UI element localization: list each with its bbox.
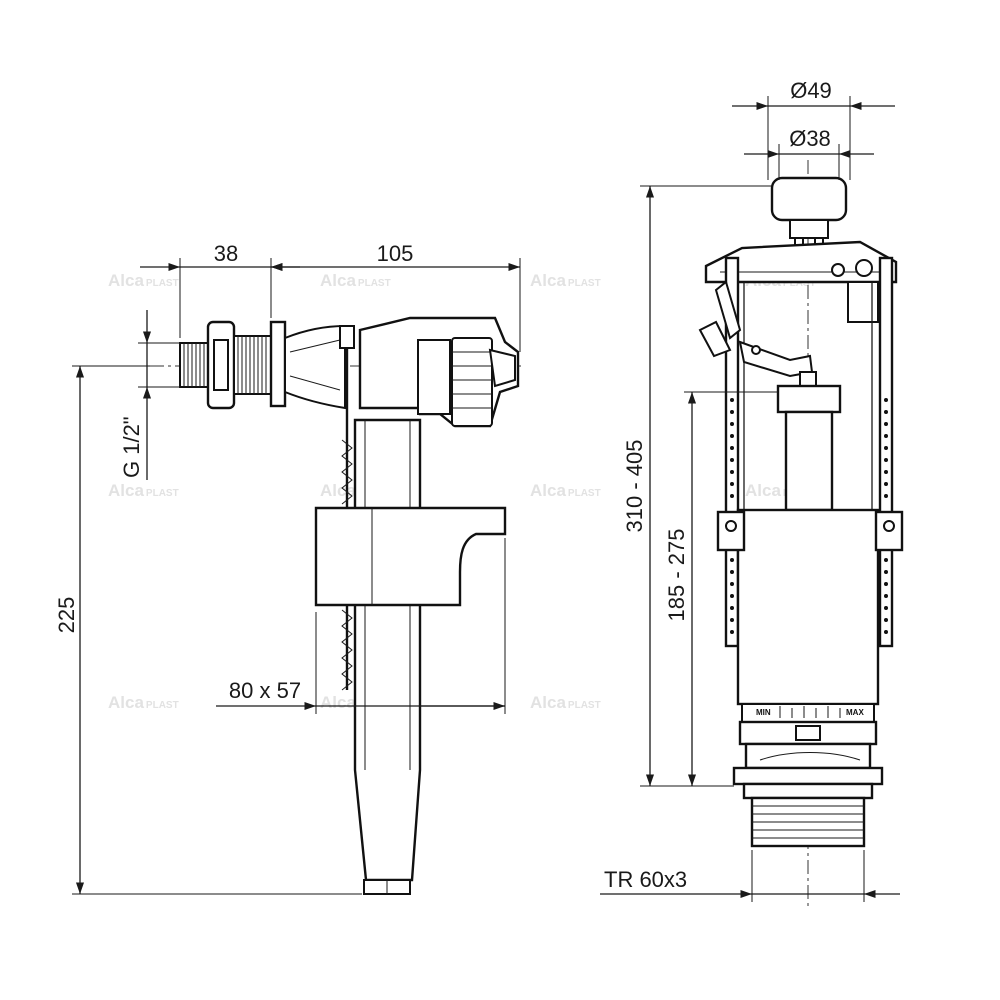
- inlet-valve-drawing: [150, 316, 522, 895]
- dim-flush-thread: TR 60x3: [604, 867, 687, 892]
- bracket-holes-right: [884, 398, 888, 634]
- dim-button-inner-diameter: Ø38: [789, 126, 831, 151]
- dim-float-size: 80 x 57: [229, 678, 301, 703]
- inlet-dimensions: 38 105 G 1/2" 225 80 x 57: [54, 241, 521, 895]
- dim-body-length: 105: [377, 241, 414, 266]
- scale-max-label: MAX: [846, 708, 864, 717]
- dim-overflow-height: 185 - 275: [664, 529, 689, 622]
- dim-button-outer-diameter: Ø49: [790, 78, 832, 103]
- dim-inlet-total-height: 225: [54, 597, 79, 634]
- scale-min-label: MIN: [756, 708, 771, 717]
- dim-inlet-thread: G 1/2": [119, 416, 144, 478]
- dim-nut-width: 38: [214, 241, 238, 266]
- flush-dimensions: Ø49 Ø38 310 - 405 185 - 275 TR 60x3: [600, 78, 900, 902]
- flush-valve-drawing: MIN MAX: [698, 160, 904, 910]
- bracket-holes-left: [730, 398, 734, 634]
- dim-flush-total-height: 310 - 405: [622, 440, 647, 533]
